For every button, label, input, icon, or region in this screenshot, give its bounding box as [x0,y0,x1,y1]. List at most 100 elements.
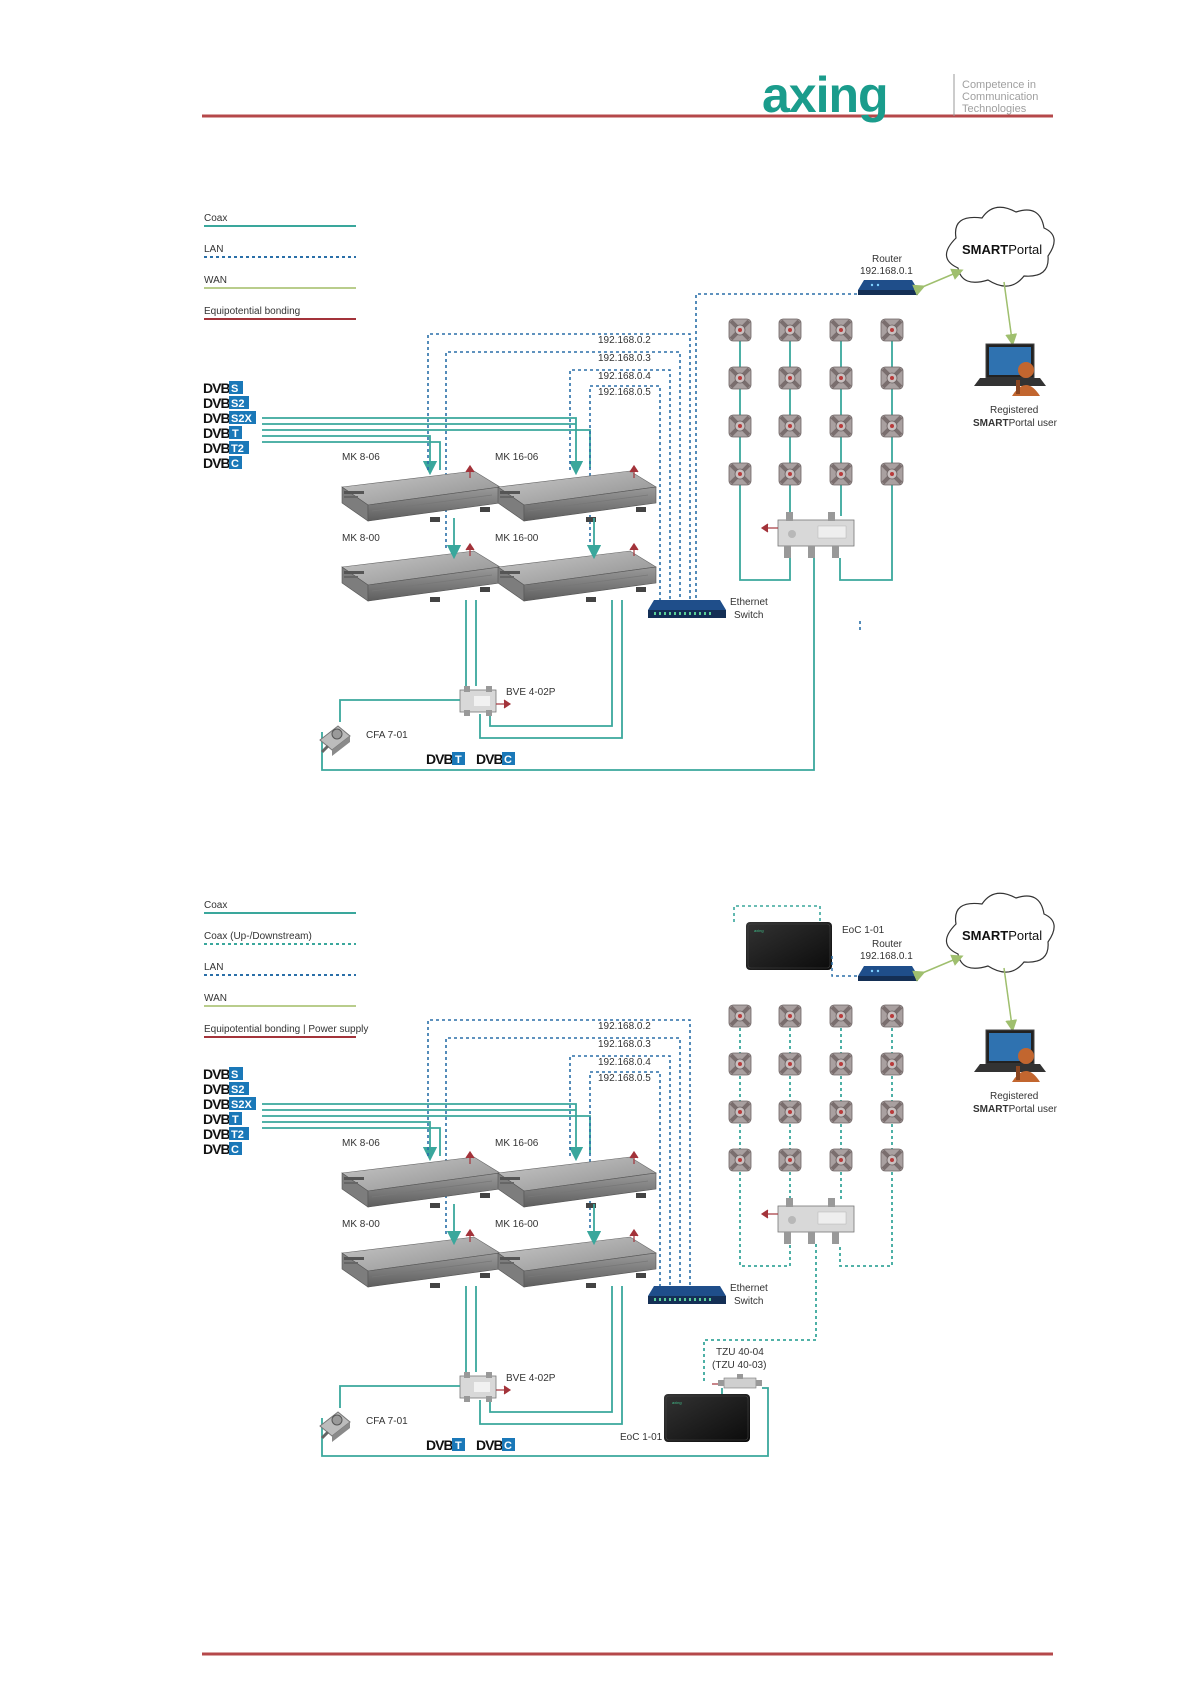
antenna-socket [777,1099,803,1125]
eoc-router-lan [831,956,858,977]
wan-link-2 [912,954,964,982]
antenna-socket [727,1051,753,1077]
ip-label: 192.168.0.2 [598,335,651,346]
socket-grid-2 [727,1003,905,1173]
router-1 [858,280,918,295]
legend-wan: WAN [204,275,227,286]
antenna-socket [828,413,854,439]
splitter-bonding-1 [760,523,778,533]
dvb-badge-suffix: T [455,754,462,766]
dvb-badge-suffix: C [231,1144,239,1156]
svg-text:DVB: DVB [476,1437,503,1453]
svg-text:DVB: DVB [203,1081,230,1097]
svg-text:DVB: DVB [203,395,230,411]
logo-axing: axing [762,67,888,123]
dvb-badge-suffix: S2 [231,1084,244,1096]
antenna-socket [777,413,803,439]
eoc-top-lan [733,905,821,922]
switch-label-line-1: Ethernet [730,1283,768,1294]
label-mk800: MK 8-00 [342,1219,380,1230]
dvb-badge-suffix: S2X [231,1099,252,1111]
antenna-socket [879,1147,905,1173]
tzu-device [717,1373,763,1389]
legend-bonding: Equipotential bonding [204,306,300,317]
bonding-marks-1 [465,464,639,556]
cfa-label-2: CFA 7-01 [366,1416,408,1427]
lan-lines-2 [427,1019,691,1290]
antenna-socket [727,413,753,439]
eoc-device-top [745,921,833,971]
dvb-badge-suffix: C [504,1440,512,1452]
multiswitch-mk1600 [497,1236,657,1289]
legend-lan: LAN [204,962,223,973]
bve-to-cfa-1 [339,699,460,722]
bve-label-2: BVE 4-02P [506,1373,556,1384]
svg-text:DVB: DVB [476,751,503,767]
legend-coax-updown: Coax (Up-/Downstream) [204,931,312,942]
label-mk800: MK 8-00 [342,533,380,544]
antenna-socket [879,1099,905,1125]
eoc-top-label: EoC 1-01 [842,925,885,936]
eoc-to-cfa-coax [321,1387,769,1457]
ip-label: 192.168.0.4 [598,1057,651,1068]
laptop-user-2 [973,1029,1047,1083]
svg-text:DVB: DVB [203,425,230,441]
ethernet-switch-2 [648,1286,726,1304]
legend-coax: Coax [204,213,227,224]
bve-bonding-1 [496,699,512,709]
bve-label-1: BVE 4-02P [506,687,556,698]
svg-text:DVB: DVB [426,1437,453,1453]
antenna-socket [777,1051,803,1077]
header: axing Competence in Communication Techno… [202,67,1053,123]
label-mk1600: MK 16-00 [495,1219,539,1230]
antenna-socket [727,1099,753,1125]
dvb-badge-suffix: C [504,754,512,766]
dvb-badge-suffix: C [231,458,239,470]
sat-input-lines-1 [262,417,591,476]
label-mk806: MK 8-06 [342,452,380,463]
svg-text:DVB: DVB [203,380,230,396]
svg-text:DVB: DVB [203,1126,230,1142]
multiswitch-mk1600 [497,550,657,603]
ip-label: 192.168.0.5 [598,1073,651,1084]
label-mk1600: MK 16-00 [495,533,539,544]
legend-1: Coax LAN WAN Equipotential bonding [204,213,356,320]
tagline-line-1: Competence in [962,79,1036,91]
amplifier-bve-1 [459,685,497,717]
antenna-socket [828,1147,854,1173]
amplifier-bve-2 [459,1371,497,1403]
dvb-badge-suffix: T [232,1114,239,1126]
svg-text:DVB: DVB [203,1066,230,1082]
mk-coax-2 [446,1204,623,1425]
multiswitch-mk800 [341,1236,501,1289]
legend-lan: LAN [204,244,223,255]
multiswitch-mk806 [341,1156,501,1209]
splitter-1 [777,511,855,559]
dvb-badge-suffix: T2 [231,443,244,455]
label-mk806: MK 8-06 [342,1138,380,1149]
router-2 [858,966,918,981]
tzu-label-line-2: (TZU 40-03) [712,1360,766,1371]
svg-text:DVB: DVB [203,1141,230,1157]
antenna-socket [777,1147,803,1173]
splitter-bonding-2 [760,1209,778,1219]
ethernet-switch-1 [648,600,726,618]
switch-label-line-1: Ethernet [730,597,768,608]
socket-grid-1 [727,317,905,487]
svg-text:DVB: DVB [426,751,453,767]
label-mk1606: MK 16-06 [495,452,539,463]
eoc-bottom-label: EoC 1-01 [620,1432,663,1443]
antenna-socket [727,317,753,343]
switch-label-line-2: Switch [734,610,763,621]
